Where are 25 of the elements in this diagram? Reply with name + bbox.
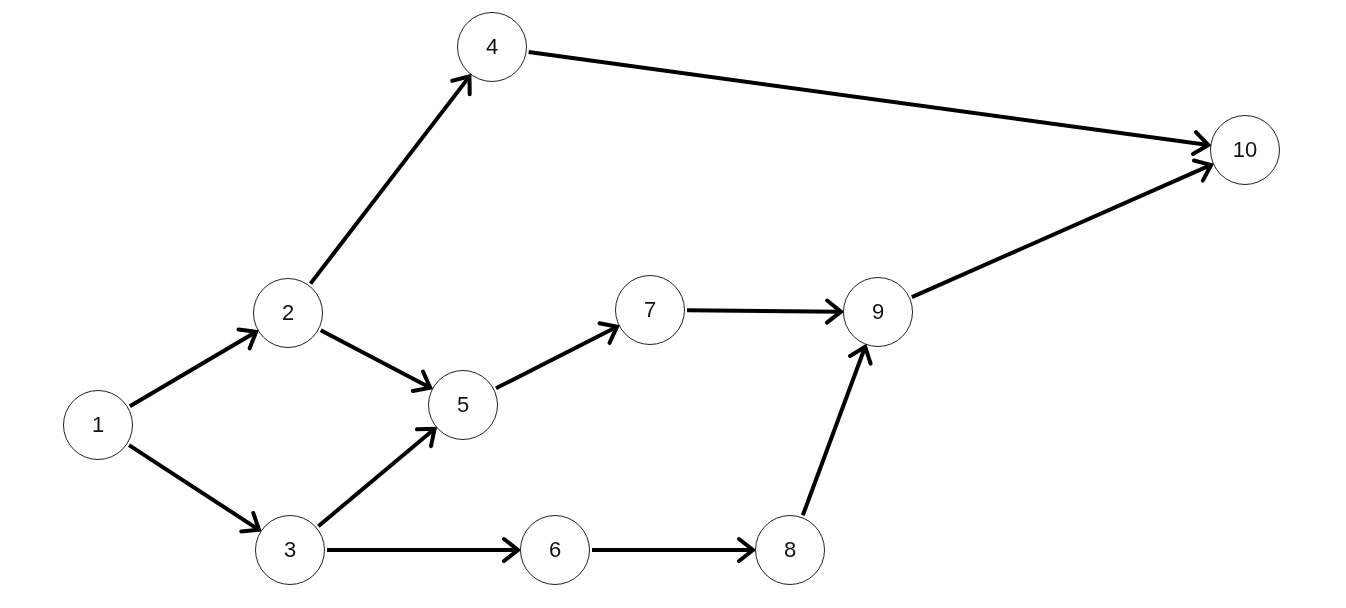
node-number: 4	[485, 36, 499, 58]
arrow	[911, 158, 1214, 299]
arrow	[495, 321, 619, 391]
arrow	[317, 426, 437, 528]
arrow	[528, 50, 1211, 156]
node-circle	[428, 370, 498, 440]
arrow	[319, 328, 433, 393]
node-circle	[255, 515, 325, 585]
arrow	[800, 344, 873, 516]
arrow	[686, 298, 843, 325]
node-number: 10	[1232, 139, 1258, 161]
node-circle	[253, 278, 323, 348]
node-number: 2	[281, 302, 295, 324]
node-number: 8	[783, 539, 797, 561]
node-number: 6	[548, 539, 562, 561]
arrow	[308, 74, 472, 285]
arrow	[592, 537, 755, 563]
node-number: 9	[871, 301, 885, 323]
node-number: 5	[456, 394, 470, 416]
arrow	[127, 443, 261, 534]
arrow	[128, 327, 259, 408]
node-number: 3	[283, 539, 297, 561]
node-number: 1	[91, 414, 105, 436]
arrow	[327, 537, 520, 563]
node-number: 7	[643, 299, 657, 321]
